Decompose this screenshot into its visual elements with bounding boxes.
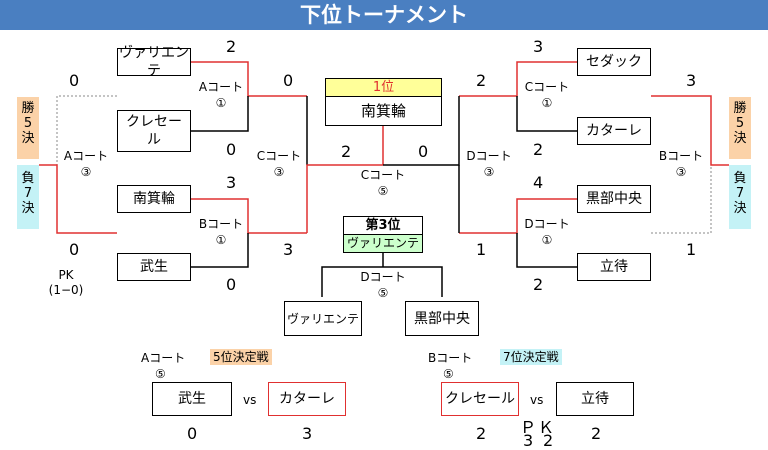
team-box-left-3: 南箕輪 [117,185,191,213]
score-right-outer-top: 3 [686,71,697,90]
court-left-a3-num: ③ [80,165,92,179]
fifth-vs: vs [243,393,257,407]
fifth-court-num: ⑤ [155,367,166,381]
court-right-d3-name: Dコート [466,149,512,163]
left-side-win-label: 勝 5 決 [17,97,39,159]
right-side-lose-text: 負 7 決 [733,171,747,216]
court-final: Cコート ⑤ [358,167,408,199]
fifth-score-left: 0 [187,424,198,443]
score-left-t4: 0 [226,275,237,294]
champion-box: 1位 南箕輪 [325,78,442,126]
court-left-c3: Cコート ③ [254,148,304,180]
court-right-d1-name: Dコート [524,217,570,231]
score-right-t4: 2 [533,275,544,294]
right-side-win-label: 勝 5 決 [729,97,751,159]
seventh-pk-left: 3 [523,431,534,450]
team-box-right-4: 立待 [577,253,651,281]
score-left-semi-top: 0 [283,71,294,90]
seventh-score-left: 2 [476,424,487,443]
score-left-t3: 3 [226,173,237,192]
left-side-lose-label: 負 7 決 [17,165,39,229]
score-final-right: 0 [418,142,429,161]
court-right-d1-num: ① [541,233,553,247]
court-third: Dコート ⑤ [358,269,408,301]
score-right-t1: 3 [533,37,544,56]
team-box-right-1: セダック [577,48,651,76]
left-side-lose-text: 負 7 決 [21,171,35,216]
seventh-pk-right: 2 [543,431,554,450]
score-left-outer-bottom: 0 [69,240,80,259]
seventh-team-left: クレセール [441,382,519,416]
third-place-team: ヴァリエンテ [344,235,422,252]
third-place-box: 第3位 ヴァリエンテ [343,216,423,253]
score-right-outer-bottom: 1 [686,240,697,259]
right-side-win-text: 勝 5 決 [733,101,747,146]
court-left-a1-num: ① [215,96,227,110]
court-left-b1-name: Bコート [198,217,244,231]
champion-team: 南箕輪 [360,102,406,120]
score-right-semi-bottom: 1 [476,240,487,259]
seventh-vs: vs [530,393,544,407]
court-right-c1-num: ① [541,96,553,110]
court-right-b3: Bコート ③ [656,148,706,180]
right-side-lose-label: 負 7 決 [729,165,751,229]
court-right-d1: Dコート ① [522,216,572,248]
fifth-team-right: カターレ [268,382,346,416]
team-box-left-4: 武生 [117,253,191,281]
team-box-right-2: カターレ [577,117,651,145]
seventh-court-name: Bコート [428,351,473,365]
court-third-num: ⑤ [377,286,389,300]
seventh-court-num: ⑤ [443,367,454,381]
third-match-team-right: 黒部中央 [405,301,479,336]
court-left-a1: Aコート ① [196,79,246,111]
seventh-score-right: 2 [591,424,602,443]
fifth-team-left: 武生 [152,382,232,416]
score-right-t2: 2 [533,140,544,159]
court-left-a1-name: Aコート [198,80,244,94]
court-right-d3-num: ③ [483,165,495,179]
score-right-semi-top: 2 [476,71,487,90]
third-place-rank-label: 第3位 [344,217,422,235]
court-right-b3-num: ③ [675,165,687,179]
left-side-win-text: 勝 5 決 [21,101,35,146]
score-right-t3: 4 [533,173,544,192]
seventh-match-label: 7位決定戦 [500,349,562,365]
third-match-team-left: ヴァリエンテ [284,301,362,336]
score-left-t1: 2 [226,37,237,56]
champion-rank-label: 1位 [326,79,441,97]
court-third-name: Dコート [360,270,406,284]
seventh-team-right: 立待 [556,382,634,416]
court-right-c1-name: Cコート [524,80,570,94]
court-right-c1: Cコート ① [522,79,572,111]
score-left-semi-bottom: 3 [283,240,294,259]
court-final-name: Cコート [360,168,406,182]
court-left-c3-num: ③ [273,165,285,179]
fifth-court-name: Aコート [141,351,186,365]
court-final-num: ⑤ [377,184,389,198]
fifth-score-right: 3 [302,424,313,443]
score-final-left: 2 [341,142,352,161]
left-pk-note: PK (1−0) [48,268,84,297]
court-left-a3-name: Aコート [63,149,109,163]
team-box-left-1: ヴァリエンテ [117,45,191,79]
score-left-t2: 0 [226,140,237,159]
seventh-pk-label: ＰＫ [520,418,557,437]
team-box-right-3: 黒部中央 [577,185,651,213]
fifth-match-label: 5位決定戦 [210,349,272,365]
court-right-d3: Dコート ③ [464,148,514,180]
page-title: 下位トーナメント [0,0,768,30]
court-left-a3: Aコート ③ [61,148,111,180]
team-box-left-2: クレセール [117,110,191,152]
score-left-outer-top: 0 [69,71,80,90]
court-left-c3-name: Cコート [256,149,302,163]
court-right-b3-name: Bコート [658,149,704,163]
court-left-b1: Bコート ① [196,216,246,248]
court-left-b1-num: ① [215,233,227,247]
